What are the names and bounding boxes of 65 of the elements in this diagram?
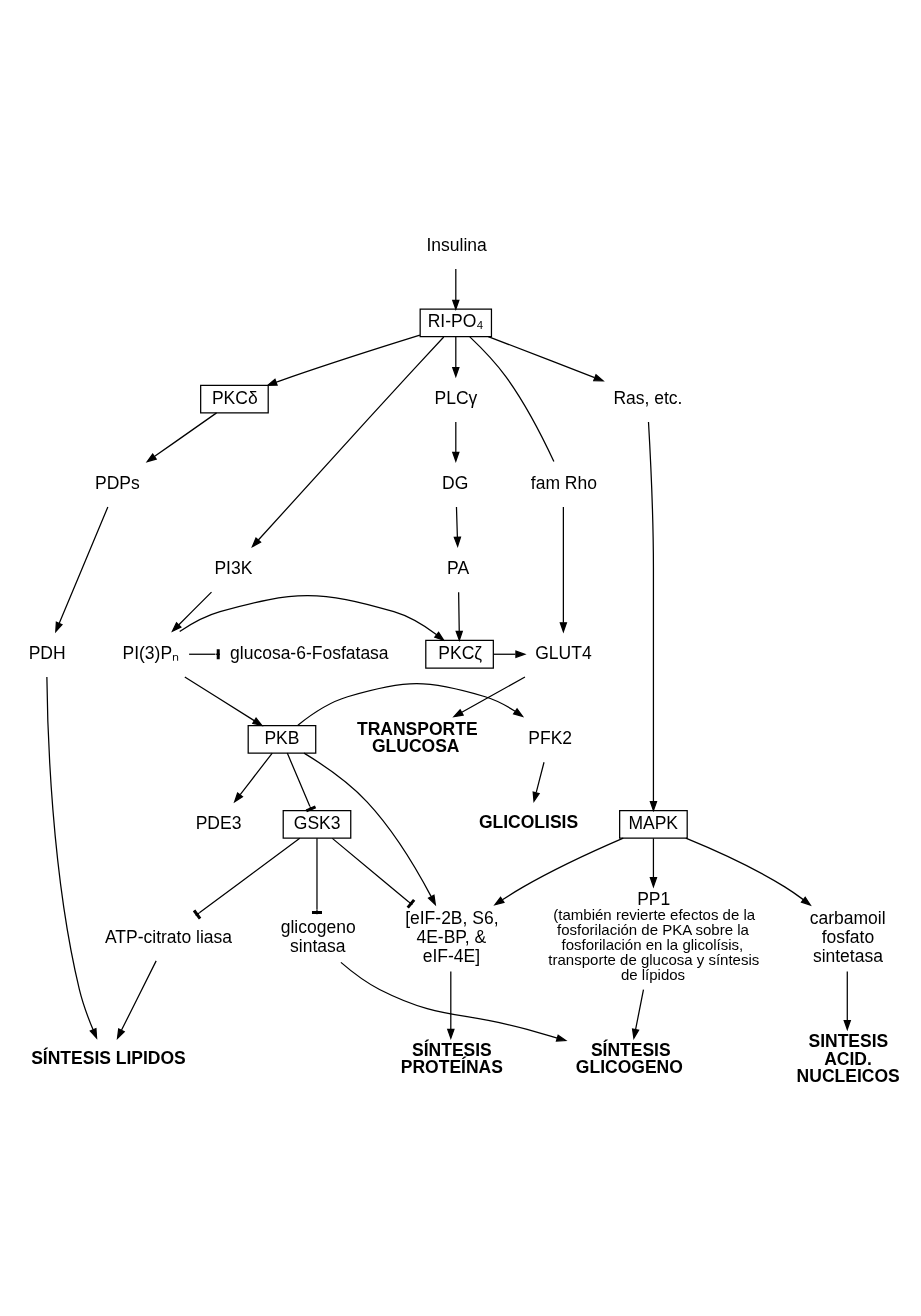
arrow [532, 761, 545, 804]
arrow [116, 960, 157, 1040]
node-text: PI(3)Pₙ [122, 642, 180, 663]
node-text: Insulina [426, 235, 487, 256]
node-text: GLICOLISIS [478, 811, 579, 832]
connector [331, 837, 416, 909]
node-text: SÍNTESIS GLICOGENO [575, 1039, 683, 1078]
node-text: glucosa-6-Fosfatasa [230, 642, 389, 663]
connector [192, 837, 301, 920]
arrow [647, 421, 658, 813]
arrow [559, 506, 568, 634]
arrow [266, 334, 421, 386]
node-text: ATP-citrato liasa [104, 926, 233, 947]
arrow [179, 595, 446, 642]
arrow [451, 268, 460, 311]
arrow [493, 650, 527, 659]
node-text: glicogeno sintasa [280, 917, 356, 957]
arrow [233, 752, 273, 804]
arrow [455, 591, 464, 643]
arrow [631, 989, 645, 1040]
node-box: GSK3 [282, 809, 352, 839]
node-text: carbamoil fosfato sintetasa [809, 908, 886, 966]
arrow [55, 506, 109, 634]
node-box: MAPK [619, 809, 688, 839]
arrow [685, 837, 812, 907]
arrow [453, 506, 462, 548]
arrow [493, 837, 624, 906]
arrow [171, 591, 213, 633]
node-box: PKCζ [425, 639, 494, 669]
node-text: PLCγ [434, 387, 478, 408]
node-box: PKCδ [200, 384, 269, 414]
node-text: PA [447, 557, 470, 578]
node-box: PKB [247, 724, 317, 754]
node-text: TRANSPORTE GLUCOSA [357, 718, 478, 757]
node-text: PFK2 [528, 727, 573, 748]
connector [468, 335, 555, 463]
arrow [46, 676, 98, 1040]
arrow [487, 335, 605, 382]
node-label: (también revierte efectos de la fosforilación de PKA sobre la fosforilación en la glicolísis, transporte de glucosa y síntesis de lípidos [548, 906, 760, 984]
arrow [446, 970, 455, 1041]
arrow [843, 970, 852, 1032]
arrow [303, 752, 437, 907]
arrow [145, 412, 218, 463]
node-text: PDPs [94, 472, 140, 493]
node-text: PDH [28, 642, 66, 663]
node-text: SINTESIS ACID. NUCLEICOS [796, 1031, 900, 1087]
arrow [184, 676, 264, 727]
arrow [451, 335, 460, 379]
node-text: PI3K [214, 557, 253, 578]
arrow [649, 837, 658, 889]
arrow [452, 676, 526, 718]
arrow [340, 961, 568, 1042]
node-text: GLUT4 [535, 642, 592, 663]
arrow [297, 683, 525, 726]
node-box: RI-PO₄ [419, 308, 493, 338]
node-text: fam Rho [530, 472, 597, 493]
node-text: DG [442, 472, 469, 493]
arrow [251, 336, 445, 549]
node-text: SÍNTESIS LIPIDOS [31, 1048, 186, 1069]
node-text: PP1 [637, 888, 671, 909]
node-text: SÍNTESIS PROTEÍNAS [400, 1039, 503, 1078]
node-text: PDE3 [195, 812, 242, 833]
arrow [451, 421, 460, 463]
node-text: Ras, etc. [613, 387, 683, 408]
node-text: [eIF-2B, S6, 4E-BP, & eIF-4E] [405, 908, 499, 966]
